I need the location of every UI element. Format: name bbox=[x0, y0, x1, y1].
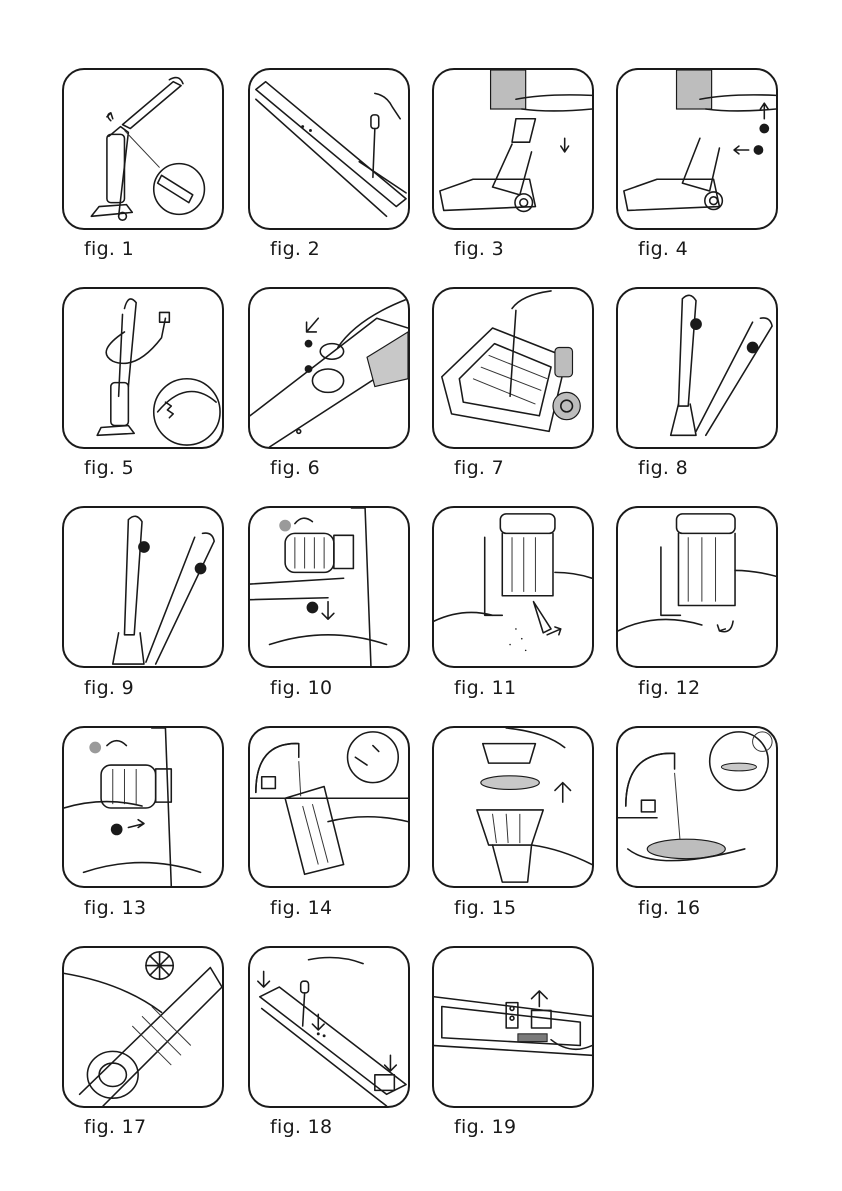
figure-9-illustration bbox=[62, 506, 224, 668]
figure-1-caption: fig. 1 bbox=[84, 238, 134, 260]
figure-4-caption: fig. 4 bbox=[638, 238, 688, 260]
figure-5-caption: fig. 5 bbox=[84, 457, 134, 479]
figure-6-illustration bbox=[248, 287, 410, 449]
figure-13-caption: fig. 13 bbox=[84, 897, 146, 919]
figure-7-caption: fig. 7 bbox=[454, 457, 504, 479]
figure-8-illustration bbox=[616, 287, 778, 449]
figure-16-caption: fig. 16 bbox=[638, 897, 700, 919]
figure-19-illustration bbox=[432, 946, 594, 1108]
figure-10-caption: fig. 10 bbox=[270, 677, 332, 699]
figure-14-caption: fig. 14 bbox=[270, 897, 332, 919]
container-closing-drawing bbox=[618, 508, 776, 666]
brush-roll-cleaning-drawing bbox=[434, 289, 592, 447]
dust-emptying-drawing bbox=[434, 508, 592, 666]
figure-9-caption: fig. 9 bbox=[84, 677, 134, 699]
battery-removal-drawing bbox=[434, 948, 592, 1106]
figure-14-illustration bbox=[248, 726, 410, 888]
vacuum-assembly-drawing bbox=[64, 70, 222, 228]
figure-12-caption: fig. 12 bbox=[638, 677, 700, 699]
figure-3-caption: fig. 3 bbox=[454, 238, 504, 260]
figure-5-illustration bbox=[62, 287, 224, 449]
figure-17-illustration bbox=[62, 946, 224, 1108]
filter-washing-drawing bbox=[618, 728, 776, 886]
figure-15-illustration bbox=[432, 726, 594, 888]
figure-11-caption: fig. 11 bbox=[454, 677, 516, 699]
figure-1-illustration bbox=[62, 68, 224, 230]
floor-head-attach-drawing bbox=[434, 70, 592, 228]
figure-18-illustration bbox=[248, 946, 410, 1108]
figure-8-caption: fig. 8 bbox=[638, 457, 688, 479]
figure-13-illustration bbox=[62, 726, 224, 888]
figure-2-illustration bbox=[248, 68, 410, 230]
figure-19-caption: fig. 19 bbox=[454, 1116, 516, 1138]
handle-unfold-drawing bbox=[64, 508, 222, 666]
figure-2-caption: fig. 2 bbox=[270, 238, 320, 260]
figure-10-illustration bbox=[248, 506, 410, 668]
figure-12-illustration bbox=[616, 506, 778, 668]
figure-11-illustration bbox=[432, 506, 594, 668]
vacuum-cable-drawing bbox=[64, 289, 222, 447]
handheld-unit-drawing bbox=[64, 948, 222, 1106]
floor-head-release-drawing bbox=[618, 70, 776, 228]
figure-6-caption: fig. 6 bbox=[270, 457, 320, 479]
figure-16-illustration bbox=[616, 726, 778, 888]
figure-3-illustration bbox=[432, 68, 594, 230]
figure-18-caption: fig. 18 bbox=[270, 1116, 332, 1138]
handle-fold-drawing bbox=[618, 289, 776, 447]
dust-container-removal-drawing bbox=[250, 508, 408, 666]
wand-screw-drawing bbox=[250, 70, 408, 228]
wand-disassembly-drawing bbox=[250, 948, 408, 1106]
figure-17-caption: fig. 17 bbox=[84, 1116, 146, 1138]
figure-4-illustration bbox=[616, 68, 778, 230]
container-rinsing-drawing bbox=[250, 728, 408, 886]
container-insert-drawing bbox=[64, 728, 222, 886]
figure-7-illustration bbox=[432, 287, 594, 449]
handle-button-drawing bbox=[250, 289, 408, 447]
filter-separation-drawing bbox=[434, 728, 592, 886]
figure-15-caption: fig. 15 bbox=[454, 897, 516, 919]
